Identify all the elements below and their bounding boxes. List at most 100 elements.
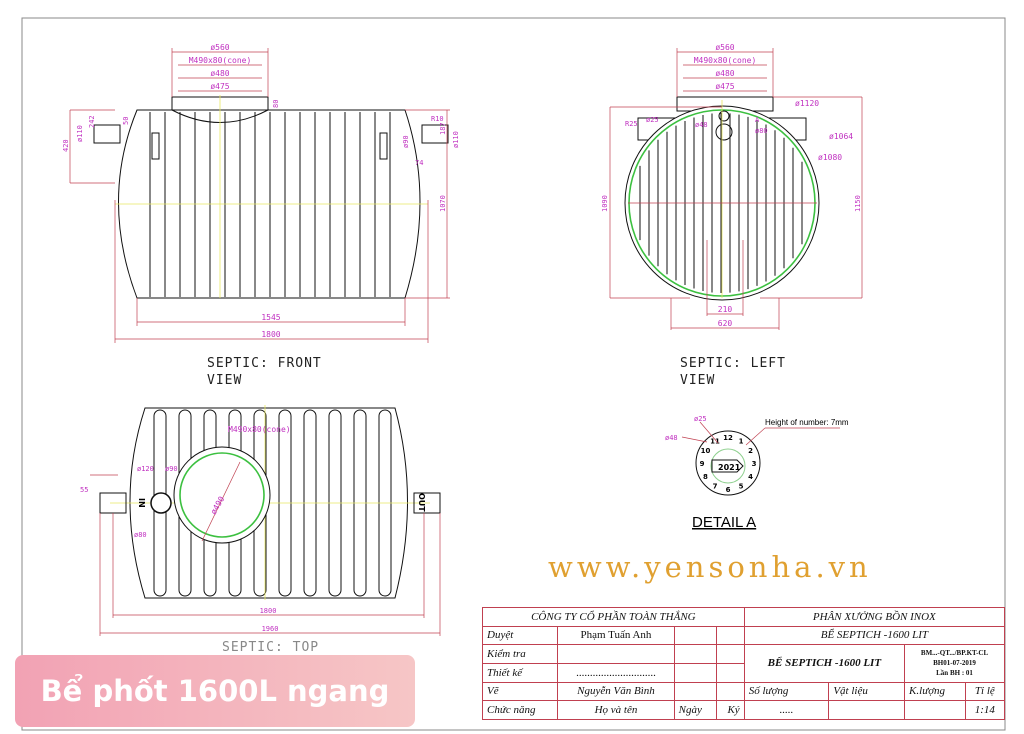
role-design: Thiết kế [481, 662, 559, 683]
detail-a-number: 4 [748, 473, 753, 481]
role-draw: Vẽ [481, 681, 559, 702]
value-scale: 1:14 [964, 700, 1006, 720]
product-name-2: BỂ SEPTICH -1600 LIT [743, 644, 906, 683]
detail-a-number: 7 [713, 483, 718, 491]
front-dim-d110-left: ø110 [76, 125, 84, 142]
value-material [828, 700, 906, 720]
title-block: CÔNG TY CỔ PHẦN TOÀN THẮNG PHÂN XƯỞNG BỒ… [481, 607, 1006, 720]
header-weight: K.lượng [904, 681, 966, 702]
top-dim-d120: ø120 [137, 465, 154, 473]
front-dim-h1070: 1070 [439, 195, 447, 212]
left-dim-w620: 620 [718, 319, 733, 328]
top-outlet-label: OUT [417, 493, 426, 512]
detail-a-number: 12 [723, 434, 733, 442]
detail-a-number: 2 [748, 447, 753, 455]
detail-a-number: 5 [739, 483, 744, 491]
document-code: BM...-QT.../BP.KT-CL BH01-07-2019 Lần BH… [904, 644, 1005, 683]
detail-a-outer-circle [695, 430, 761, 496]
top-dim-w1960: 1960 [262, 625, 279, 633]
detail-a-number: 11 [710, 437, 720, 445]
top-dim-w1800: 1800 [260, 607, 277, 615]
front-dim-cone: M490x80(cone) [189, 56, 252, 65]
front-outlet-pipe [421, 124, 449, 144]
front-dim-h420: 420 [62, 139, 70, 152]
front-dim-h80: 80 [272, 100, 280, 108]
code-line-1: BM...-QT.../BP.KT-CL [920, 649, 989, 658]
left-dim-h1090: 1090 [601, 195, 609, 212]
front-dim-d110-right: ø110 [452, 131, 460, 148]
detail-a-number: 6 [726, 486, 731, 494]
detail-a-number: 3 [752, 460, 757, 468]
name-draw: Nguyễn Văn Bình [557, 681, 675, 702]
top-manhole-outer [173, 446, 271, 544]
top-vent-pipe [150, 492, 172, 514]
front-dim-w1800: 1800 [261, 330, 280, 339]
left-detail-a-marker [718, 110, 730, 122]
left-dim-d480: ø480 [715, 69, 734, 78]
detail-a-d25: ø25 [694, 415, 707, 423]
front-dim-h187: 187 [439, 122, 447, 135]
role-approve: Duyệt [481, 625, 559, 646]
top-dim-cone: M490x80(cone) [228, 425, 291, 434]
front-inlet-pipe [93, 124, 121, 144]
left-dim-d560: ø560 [715, 43, 734, 52]
front-view: ø560 M490x80(cone) ø480 ø475 80 50 242 ø… [62, 43, 460, 388]
footer-name: Họ và tên [557, 700, 675, 720]
front-view-title: SEPTIC: FRONT [207, 356, 322, 371]
left-view-title: SEPTIC: LEFT [680, 356, 786, 371]
front-tank-body [118, 109, 421, 299]
header-material: Vật liệu [828, 681, 906, 702]
left-dim-d48: ø48 [695, 121, 708, 129]
front-handle-right [379, 132, 388, 160]
front-dim-h74: 74 [415, 159, 423, 167]
left-dim-d80: ø80 [755, 127, 768, 135]
left-dim-d1120: ø1120 [795, 99, 819, 108]
role-check: Kiểm tra [481, 644, 559, 664]
front-view-title-2: VIEW [207, 373, 242, 388]
top-dim-h55: 55 [80, 486, 88, 494]
header-scale: Tỉ lệ [964, 681, 1006, 702]
detail-a-number: 1 [739, 437, 744, 445]
value-quantity: ..... [743, 700, 830, 720]
caption-badge: Bể phốt 1600L ngang [15, 655, 415, 727]
name-check [557, 644, 675, 664]
footer-date: Ngày [673, 700, 717, 720]
top-dim-d90: ø90 [165, 465, 178, 473]
left-dim-d1064: ø1064 [829, 132, 853, 141]
detail-a-year: 2021 [718, 463, 741, 472]
detail-a-d48: ø48 [665, 434, 678, 442]
website-watermark: www.yensonha.vn [548, 550, 872, 584]
footer-role: Chức năng [481, 700, 559, 720]
detail-a-inner-circle [710, 448, 746, 484]
left-dim-cone: M490x80(cone) [694, 56, 757, 65]
front-dim-r10: R10 [431, 115, 444, 123]
name-approve: Phạm Tuấn Anh [557, 625, 675, 646]
front-dim-h242: 242 [88, 115, 96, 128]
detail-a-number: 9 [700, 460, 705, 468]
left-inlet-hole [715, 123, 733, 141]
workshop-name: PHÂN XƯỞNG BỒN INOX [743, 607, 1006, 627]
left-dim-d25: ø25 [646, 116, 659, 124]
left-dim-h1150: 1150 [854, 195, 862, 212]
front-dim-d560: ø560 [210, 43, 229, 52]
top-view: IN OUT M490x80(cone) ø490 ø120 ø90 ø80 5… [80, 405, 441, 655]
left-dim-r25: R25 [625, 120, 638, 128]
code-line-2: BH01-07-2019 [933, 659, 976, 668]
detail-a-number: 8 [703, 473, 708, 481]
left-dim-d475: ø475 [715, 82, 734, 91]
front-dim-d90: ø90 [402, 135, 410, 148]
left-view-title-2: VIEW [680, 373, 715, 388]
code-line-3: Lần BH : 01 [936, 669, 973, 678]
top-inlet-label: IN [137, 498, 146, 508]
detail-a-arrow [711, 459, 744, 473]
header-quantity: Số lượng [743, 681, 830, 702]
name-design: ............................. [557, 662, 675, 683]
front-dim-d475: ø475 [210, 82, 229, 91]
detail-a-title: DETAIL A [692, 514, 756, 531]
left-view: ø560 M490x80(cone) ø480 ø475 ø1120 ø1064… [601, 43, 863, 388]
value-weight [904, 700, 966, 720]
product-name: BỂ SEPTICH -1600 LIT [743, 625, 1006, 646]
